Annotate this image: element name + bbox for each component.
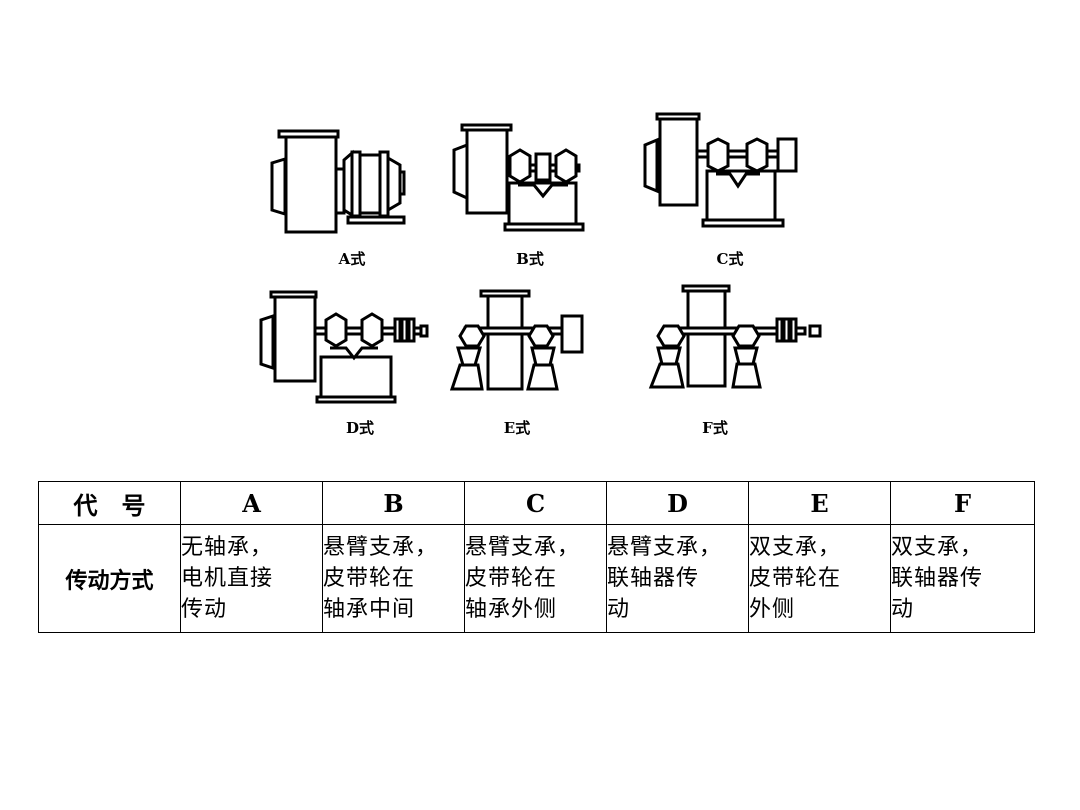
desc-line: 联轴器传 (891, 566, 984, 591)
caption-c: C式 (716, 250, 744, 268)
desc-line: 双支承， (749, 535, 842, 560)
fan-drive-diagram (259, 112, 822, 404)
desc-cell-a: 无轴承， 电机直接 传动 (180, 524, 323, 633)
desc-line: 皮带轮在 (465, 566, 558, 591)
desc-line: 悬臂支承， (323, 535, 439, 560)
desc-cell-f: 双支承， 联轴器传 动 (890, 524, 1035, 633)
fan-type-b-drawing (452, 123, 585, 232)
header-cell-a: A (180, 481, 323, 525)
desc-line: 皮带轮在 (323, 566, 416, 591)
header-label-cell: 代 号 (38, 481, 181, 525)
row-label-cell: 传动方式 (38, 524, 181, 633)
desc-line: 悬臂支承， (607, 535, 723, 560)
desc-line: 双支承， (891, 535, 984, 560)
fan-type-c-drawing (643, 112, 798, 228)
desc-line: 动 (607, 597, 631, 622)
header-cell-c: C (464, 481, 607, 525)
caption-b: B式 (516, 250, 544, 268)
desc-cell-c: 悬臂支承， 皮带轮在 轴承外侧 (464, 524, 607, 633)
header-cell-f: F (890, 481, 1035, 525)
caption-a: A式 (338, 250, 366, 268)
header-cell-b: B (322, 481, 465, 525)
caption-f: F式 (702, 419, 728, 437)
drive-type-table: 代 号 A B C D E F 传动方式 无轴承， 电机直接 传动 悬臂支承， … (38, 481, 1035, 633)
fan-type-a-drawing (270, 129, 406, 234)
desc-line: 外侧 (749, 597, 796, 622)
desc-line: 皮带轮在 (749, 566, 842, 591)
fan-type-d-drawing (259, 290, 429, 404)
desc-line: 传动 (181, 597, 228, 622)
desc-cell-d: 悬臂支承， 联轴器传 动 (606, 524, 749, 633)
caption-d: D式 (345, 419, 375, 437)
table-header-row: 代 号 A B C D E F (38, 481, 1035, 525)
desc-line: 无轴承， (181, 535, 274, 560)
caption-e: E式 (503, 419, 531, 437)
header-cell-e: E (748, 481, 891, 525)
desc-line: 电机直接 (181, 566, 274, 591)
header-cell-d: D (606, 481, 749, 525)
fan-type-f-drawing (648, 284, 822, 389)
desc-line: 轴承中间 (323, 597, 416, 622)
table-row: 传动方式 无轴承， 电机直接 传动 悬臂支承， 皮带轮在 轴承中间 悬臂支承， … (38, 524, 1035, 633)
desc-cell-e: 双支承， 皮带轮在 外侧 (748, 524, 891, 633)
desc-line: 联轴器传 (607, 566, 700, 591)
fan-type-e-drawing (449, 289, 584, 391)
desc-line: 轴承外侧 (465, 597, 558, 622)
desc-cell-b: 悬臂支承， 皮带轮在 轴承中间 (322, 524, 465, 633)
desc-line: 悬臂支承， (465, 535, 581, 560)
desc-line: 动 (891, 597, 915, 622)
